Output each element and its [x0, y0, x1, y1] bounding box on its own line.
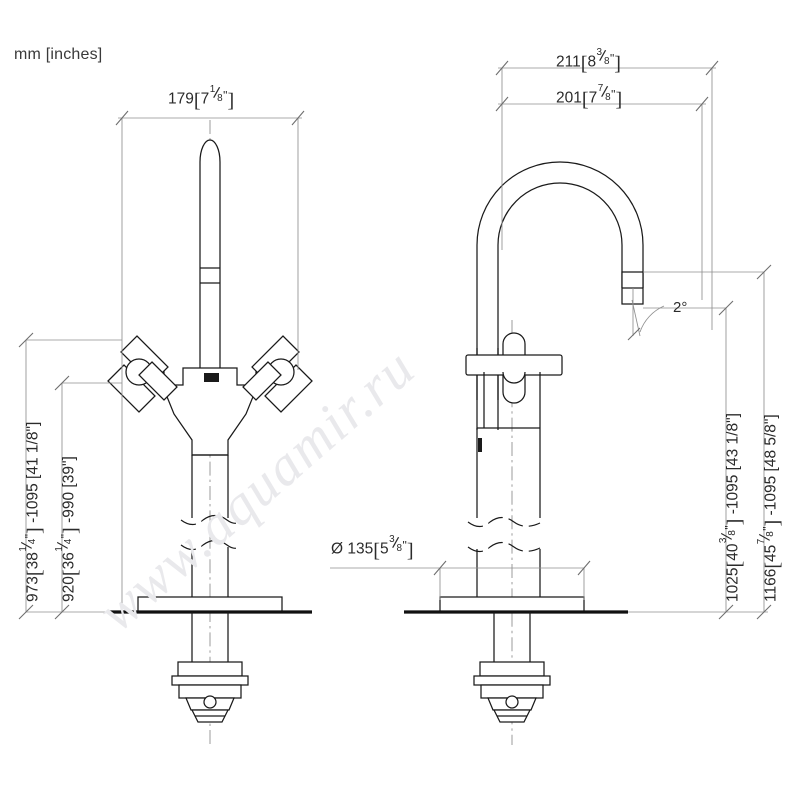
side-fix-ball	[505, 695, 519, 709]
side-handle-hub-bottom	[502, 371, 526, 384]
side-fix-washer	[473, 675, 551, 686]
dim-left-973-tick-top	[18, 332, 34, 348]
front-base-flange	[137, 596, 283, 613]
front-handle-right-arm-lower	[264, 364, 313, 413]
side-fixing-assembly	[473, 661, 551, 723]
dim-right-1166-tick-top	[756, 264, 772, 280]
side-body-marker	[478, 438, 482, 452]
front-handle-left-stem	[138, 361, 178, 401]
angle-tick	[627, 327, 641, 341]
dim-base-dia-tick-left	[433, 560, 447, 576]
front-fix-collar-1	[177, 661, 243, 677]
dim-side-211-tick-right	[705, 60, 719, 76]
front-fix-washer	[171, 675, 249, 686]
front-handle-left	[107, 335, 178, 413]
dim-side-201-tick-left	[495, 96, 509, 112]
dim-front-width-tick-left	[115, 110, 129, 126]
dim-side-211-tick-left	[495, 60, 509, 76]
dim-side-201-tick-right	[695, 96, 709, 112]
dim-left-920-tick-bot	[54, 604, 70, 620]
dim-label-spout-angle: 2°	[673, 299, 688, 316]
units-note: mm [inches]	[14, 46, 103, 63]
dim-front-width-tick-right	[291, 110, 305, 126]
front-body-badge	[204, 373, 219, 382]
side-fix-collar-1	[479, 661, 545, 677]
dimension-lines	[18, 60, 772, 620]
side-break-upper	[467, 516, 541, 528]
front-fixing-assembly	[171, 661, 249, 723]
side-base-flange	[439, 596, 585, 613]
front-break-upper	[180, 514, 242, 526]
dim-left-920-tick-top	[54, 375, 70, 391]
front-fix-ball	[203, 695, 217, 709]
front-handle-right	[242, 335, 313, 413]
front-handle-right-stem	[242, 361, 282, 401]
dim-right-1025-tick-top	[718, 300, 734, 316]
side-spout-inner-profile	[497, 182, 623, 400]
front-elevation-view	[107, 120, 313, 745]
side-handle	[465, 332, 563, 404]
front-spout-riser	[199, 139, 221, 409]
side-elevation-view	[404, 161, 644, 745]
front-handle-left-arm-lower	[107, 364, 156, 413]
side-spout-outer-profile	[476, 161, 644, 400]
dim-base-dia-tick-right	[577, 560, 591, 576]
angle-arc	[639, 305, 665, 333]
dim-right-1166-tick-bot	[756, 604, 772, 620]
front-break-lower	[180, 539, 242, 551]
dim-left-973-tick-bot	[18, 604, 34, 620]
side-break-lower	[467, 541, 541, 553]
dim-right-1025-tick-bot	[718, 604, 734, 620]
